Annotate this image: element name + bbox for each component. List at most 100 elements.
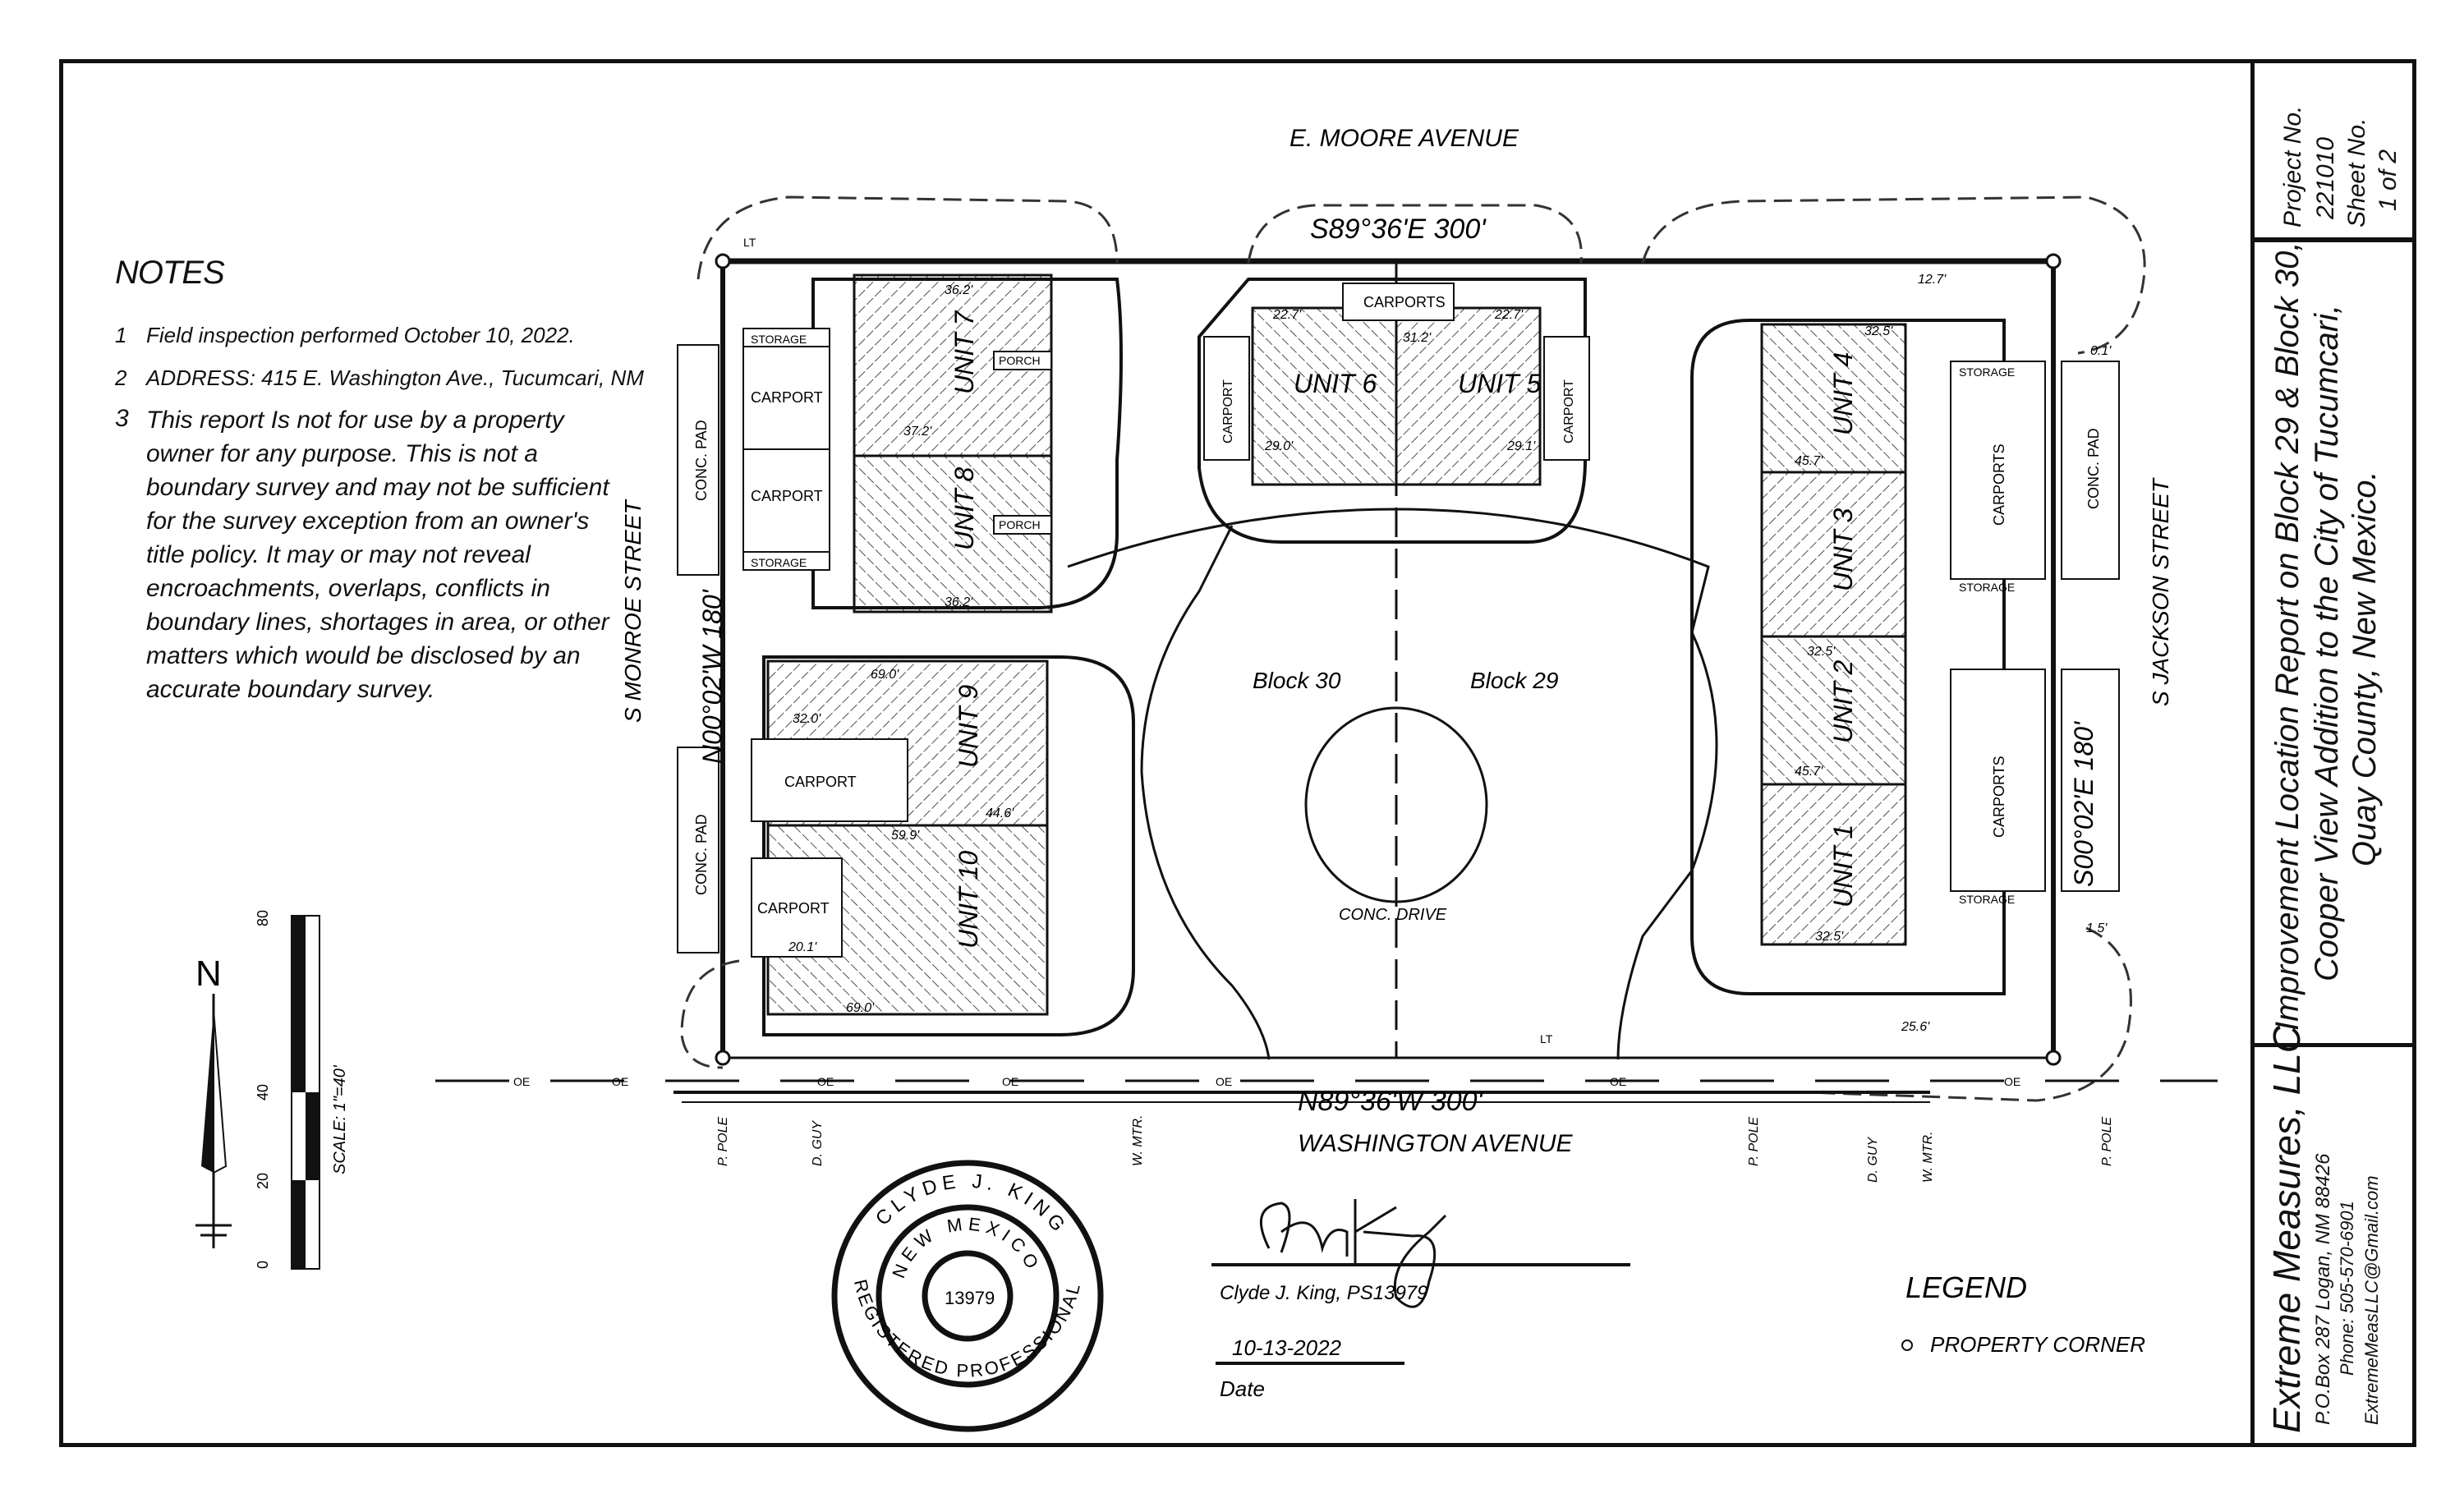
- unit-1-label: UNIT 1: [1828, 825, 1858, 908]
- conc-drive-label: CONC. DRIVE: [1339, 906, 1447, 924]
- note-number: 3: [115, 405, 129, 432]
- dimension-label: 29.1': [1506, 439, 1536, 453]
- scale-tick: 40: [255, 1084, 271, 1101]
- bearing-north: S89°36'E 300': [1310, 214, 1487, 245]
- note-item: 3 This report Is not for use by a proper…: [115, 403, 616, 706]
- offset-label: 1.5': [2086, 921, 2108, 935]
- property-corner-marker: [715, 253, 731, 269]
- porch-box: [993, 515, 1052, 535]
- vegetation-outline: [1806, 926, 2132, 1102]
- north-arrow: N: [195, 953, 232, 1248]
- dimension-label: 12.7': [1918, 273, 1947, 287]
- storage-label: STORAGE: [1959, 893, 2015, 906]
- note-item: 2 ADDRESS: 415 E. Washington Ave., Tucum…: [115, 362, 690, 393]
- note-text: Field inspection performed October 10, 2…: [146, 323, 575, 347]
- storage-label: STORAGE: [1959, 581, 2015, 594]
- vegetation-outline: [1641, 195, 2146, 355]
- carport-box: [1543, 336, 1590, 461]
- carports-box: [1342, 283, 1455, 321]
- scale-tick: 20: [255, 1173, 271, 1189]
- legend-item-label: PROPERTY CORNER: [1930, 1332, 2145, 1357]
- note-number: 1: [115, 323, 127, 347]
- oe-marker: OE: [612, 1075, 628, 1088]
- north-label: N: [195, 953, 222, 994]
- block-30-label: Block 30: [1253, 668, 1341, 693]
- unit-6-label: UNIT 6: [1294, 369, 1377, 398]
- property-corner-marker: [715, 1050, 731, 1066]
- conc-pad-box: [677, 344, 719, 576]
- unit-1-footprint: [1760, 783, 1907, 946]
- carport-label: CARPORT: [1562, 379, 1576, 443]
- bearing-south: N89°36'W 300': [1298, 1086, 1484, 1117]
- notes-section: NOTES 1 Field inspection performed Octob…: [115, 255, 690, 716]
- carports-box: [1950, 361, 2046, 580]
- light-marker: LT: [1540, 1032, 1553, 1045]
- project-info-box: Project No. 221010 Sheet No. 1 of 2: [2250, 59, 2416, 241]
- carport-label: CARPORT: [784, 774, 857, 790]
- property-corner-icon: [1901, 1339, 1913, 1351]
- conc-pad-label: CONC. PAD: [693, 814, 710, 895]
- carports-box: [1950, 669, 2046, 892]
- light-marker: LT: [743, 236, 756, 249]
- carports-label: CARPORTS: [1363, 294, 1446, 310]
- dimension-label: 32.5': [1815, 930, 1844, 944]
- property-corner-marker: [2045, 1050, 2062, 1066]
- dimension-label: 36.2': [945, 595, 973, 609]
- street-south: WASHINGTON AVENUE: [1298, 1130, 1574, 1157]
- scale-bar: 0 20 40 80 SCALE: 1"=40': [255, 910, 349, 1270]
- oe-marker: OE: [1610, 1075, 1626, 1088]
- center-island: [1304, 706, 1488, 903]
- date-label: Date: [1220, 1376, 1265, 1401]
- unit-7-label: UNIT 7: [949, 310, 979, 394]
- dimension-label: 25.6': [1901, 1020, 1930, 1034]
- unit-10-label: UNIT 10: [954, 851, 983, 949]
- carports-label: CARPORTS: [1991, 756, 2007, 838]
- unit-5-6-lot: [1198, 278, 1587, 544]
- dimension-label: 44.6': [986, 806, 1014, 820]
- note-item: 1 Field inspection performed October 10,…: [115, 319, 690, 351]
- vegetation-outline: [1247, 204, 1583, 264]
- carport-box: [742, 448, 830, 553]
- dimension-label: 32.5': [1807, 645, 1836, 659]
- storage-box: [742, 551, 830, 571]
- scale-tick: 0: [255, 1261, 271, 1269]
- utility-label: P. POLE: [716, 1116, 730, 1166]
- unit-5-label: UNIT 5: [1458, 369, 1542, 398]
- dimension-label: 32.0': [793, 712, 821, 726]
- note-number: 2: [115, 365, 127, 390]
- scale-tick: 80: [255, 910, 271, 926]
- offset-label: 0.1': [2090, 344, 2112, 358]
- dimension-label: 36.2': [945, 283, 973, 297]
- unit-4-label: UNIT 4: [1828, 352, 1858, 435]
- utility-label: W. MTR.: [1921, 1132, 1935, 1183]
- company-box: Extreme Measures, LLC P.O.Box 287 Logan,…: [2250, 1026, 2416, 1447]
- dimension-label: 69.0': [871, 668, 899, 682]
- carport-label: CARPORT: [1221, 379, 1235, 443]
- carport-label: CARPORT: [751, 389, 823, 406]
- utility-label: P. POLE: [1747, 1116, 1761, 1166]
- drive-edge-west: [1140, 525, 1271, 1060]
- dimension-label: 37.2': [903, 425, 932, 439]
- unit-9-10-lot: [762, 655, 1135, 1036]
- unit-8-label: UNIT 8: [949, 466, 979, 550]
- vegetation-outline: [696, 195, 1119, 280]
- carport-label: CARPORT: [757, 900, 830, 917]
- unit-5-footprint: [1395, 306, 1542, 486]
- storage-label: STORAGE: [751, 556, 807, 569]
- utility-label: P. POLE: [2100, 1116, 2114, 1166]
- dimension-label: 29.0': [1264, 439, 1294, 453]
- porch-label: PORCH: [999, 354, 1041, 367]
- oe-marker: OE: [817, 1075, 834, 1088]
- conc-pad-label: CONC. PAD: [2085, 428, 2102, 509]
- vegetation-outline: [680, 959, 740, 1069]
- oe-marker: OE: [513, 1075, 530, 1088]
- conc-pad-box: [2061, 669, 2120, 892]
- carport-box: [751, 738, 908, 822]
- dimension-label: 69.0': [846, 1001, 875, 1015]
- oe-marker: OE: [1002, 1075, 1018, 1088]
- seal-license: 13979: [945, 1288, 995, 1308]
- unit-3-footprint: [1760, 471, 1907, 638]
- unit-4-footprint: [1760, 323, 1907, 474]
- unit-9-label: UNIT 9: [954, 684, 983, 768]
